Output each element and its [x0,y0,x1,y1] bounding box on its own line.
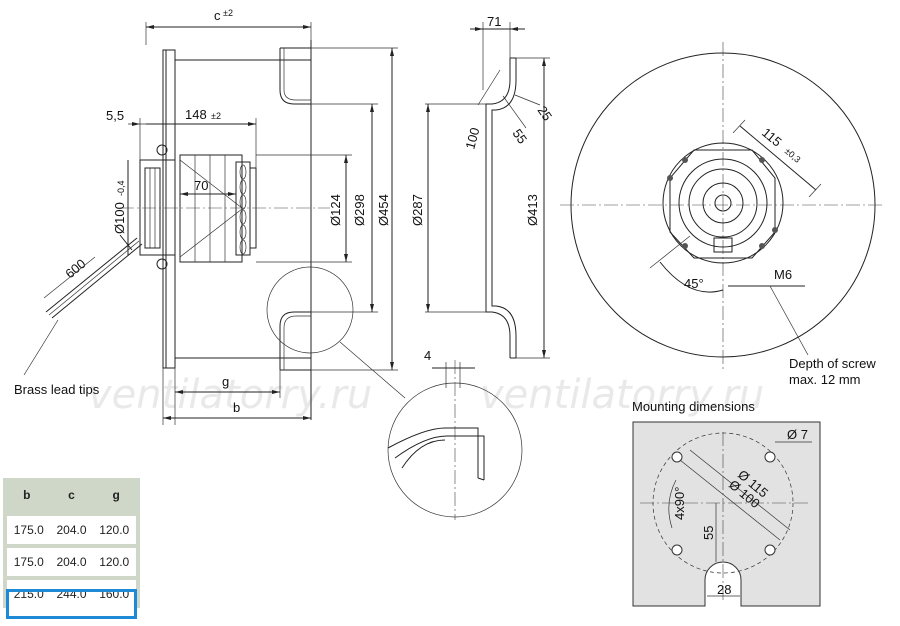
inlet-ring-section: 71 Ø287 Ø413 100 55 25 [410,14,556,359]
cell-b: 215.0 [3,576,51,608]
dim-g: g [222,374,229,389]
dim-70: 70 [194,178,208,193]
side-view: c ±2 [14,8,406,425]
label-m6: M6 [774,267,792,282]
label-depth-2: max. 12 mm [789,372,861,387]
table-row[interactable]: 175.0 204.0 120.0 [3,512,140,544]
cell-g: 120.0 [92,544,140,576]
dim-148: 148 [185,107,207,122]
watermark-left: ventilatorry.ru [88,372,372,418]
dim-d298: Ø298 [352,194,367,226]
cell-c: 244.0 [50,576,93,608]
dim-4: 4 [424,348,431,363]
label-depth-1: Depth of screw [789,356,876,371]
dim-c-tol: ±2 [223,8,233,18]
label-brass-lead-tips: Brass lead tips [14,382,100,397]
dim-d124: Ø124 [328,194,343,226]
dim-45-deg: 45° [684,276,704,291]
dim-71: 71 [487,14,501,29]
dim-d287: Ø287 [410,194,425,226]
mount-4x90: 4x90° [672,487,687,520]
dim-55: 55 [510,126,531,146]
cell-c: 204.0 [50,512,93,544]
dimension-table: b c g 175.0 204.0 120.0 175.0 204.0 120.… [3,478,140,608]
dim-d413: Ø413 [525,194,540,226]
dim-100: 100 [462,126,482,151]
table-row-selected[interactable]: 215.0 244.0 160.0 [3,576,140,608]
mount-d7: Ø 7 [787,427,808,442]
dim-d454: Ø454 [376,194,391,226]
table-row[interactable]: 175.0 204.0 120.0 [3,544,140,576]
dim-d100-tol: -0,4 [116,180,126,196]
table-header-row: b c g [3,478,140,512]
col-header-c: c [50,478,93,512]
dim-d100: Ø100 [112,202,127,234]
dim-5-5: 5,5 [106,108,124,123]
dim-600: 600 [62,256,88,281]
cell-c: 204.0 [50,544,93,576]
dim-148-tol: ±2 [211,111,221,121]
mount-28: 28 [717,582,731,597]
mount-55: 55 [701,526,716,540]
front-view: 115 ±0,3 45° M6 Depth of screw max. 12 m… [560,42,885,387]
mounting-title: Mounting dimensions [632,399,755,414]
dim-c: c [214,8,221,23]
mounting-dimensions: Mounting dimensions Ø 115 Ø 100 Ø 7 4x90… [632,399,821,607]
dim-b: b [233,400,240,415]
detail-view: 4 [387,348,523,520]
cell-g: 120.0 [92,512,140,544]
watermark-right: ventilatorry.ru [480,372,764,418]
col-header-g: g [92,478,140,512]
cell-b: 175.0 [3,544,51,576]
col-header-b: b [3,478,51,512]
dim-25: 25 [535,103,556,123]
cell-g: 160.0 [92,576,140,608]
dim-115-tol: ±0,3 [783,146,803,165]
cell-b: 175.0 [3,512,51,544]
